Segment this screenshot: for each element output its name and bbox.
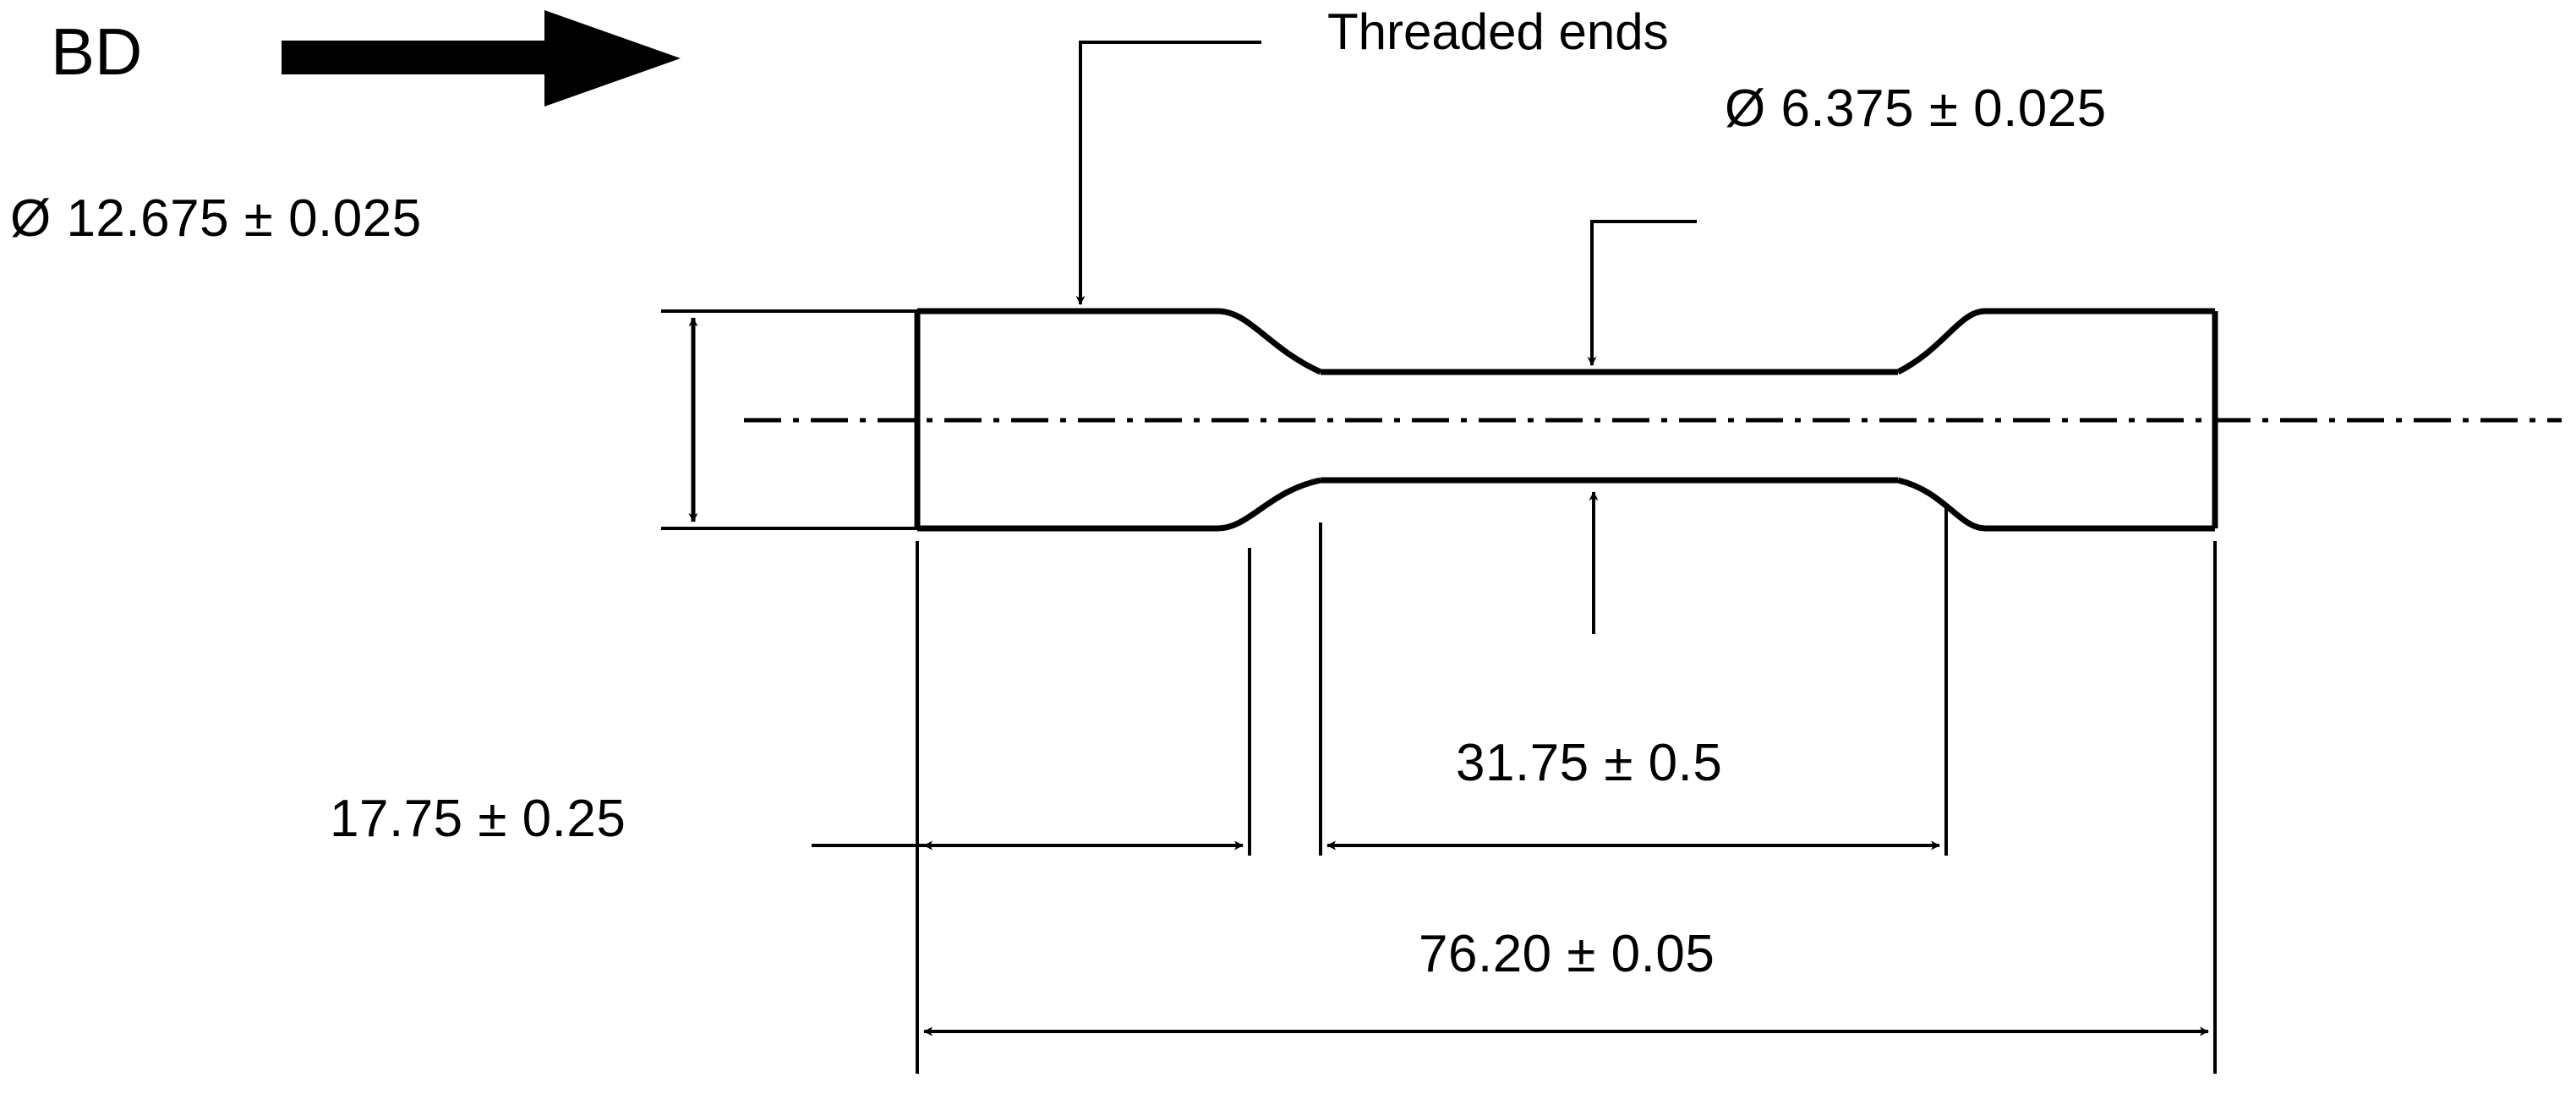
overall-length-label: 76.20 ± 0.05 bbox=[1419, 925, 1715, 983]
grip-diameter-label: Ø 12.675 ± 0.025 bbox=[10, 189, 422, 248]
threaded-ends-leader bbox=[1075, 41, 1261, 305]
threaded-ends-label: Threaded ends bbox=[1327, 3, 1669, 60]
build-direction-arrow-icon bbox=[282, 10, 681, 107]
length-extension-lines bbox=[916, 507, 2217, 1074]
gauge-diameter-label: Ø 6.375 ± 0.025 bbox=[1725, 79, 2107, 138]
right-fillet-top bbox=[1896, 308, 1986, 375]
gauge-length-label: 31.75 ± 0.5 bbox=[1456, 734, 1723, 792]
left-fillet-bottom bbox=[1217, 477, 1321, 532]
right-fillet-bottom bbox=[1897, 477, 1986, 532]
left-fillet-top bbox=[1217, 308, 1322, 375]
specimen-outline bbox=[914, 308, 2218, 532]
gauge-diameter-leader bbox=[1587, 220, 1697, 366]
grip-diameter-dimension bbox=[661, 309, 917, 530]
build-direction-label: BD bbox=[51, 14, 143, 89]
grip-length-label: 17.75 ± 0.25 bbox=[330, 790, 626, 848]
